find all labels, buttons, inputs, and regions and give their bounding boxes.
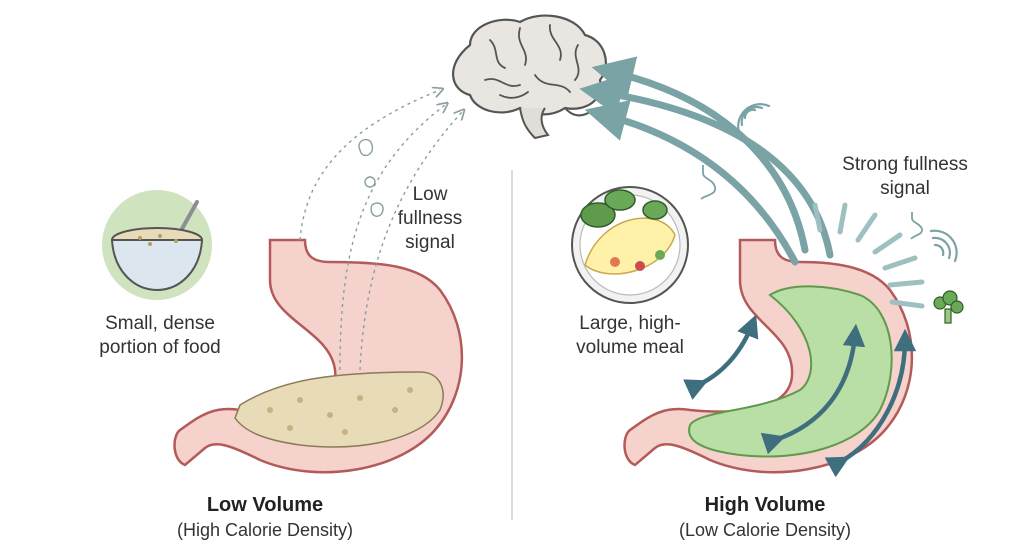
stretch-arrows [683, 314, 917, 478]
low-signal-line1: Low [412, 184, 448, 205]
low-fullness-signal-label: Low fullness signal [385, 183, 475, 255]
low-signal-line3: signal [405, 232, 455, 253]
left-food-label-line1: Small, dense [105, 313, 215, 334]
weak-signal-arrows [299, 90, 462, 371]
salad-omelette-plate-icon [571, 186, 689, 304]
right-food-label-line1: Large, high- [579, 313, 681, 334]
strong-fullness-signal-label: Strong fullness signal [820, 153, 990, 201]
oatmeal-bowl-icon [102, 190, 212, 300]
low-signal-line2: fullness [397, 208, 463, 229]
left-stomach [173, 238, 464, 474]
right-title: High Volume [704, 494, 826, 516]
broccoli-icon [933, 290, 964, 324]
brain-icon [452, 14, 607, 140]
small-stomach-icons [700, 165, 923, 240]
fullness-rays [812, 202, 925, 309]
signal-wave-icons [737, 103, 958, 263]
left-food-label-line2: portion of food [99, 337, 221, 358]
strong-signal-line2: signal [880, 178, 930, 199]
strong-signal-line1: Strong fullness [842, 154, 968, 175]
left-title: Low Volume [206, 494, 324, 516]
small-food-icons [358, 138, 384, 217]
left-food-label: Small, dense portion of food [70, 312, 250, 360]
right-food-label: Large, high- volume meal [545, 312, 715, 360]
right-food-label-line2: volume meal [576, 337, 684, 358]
left-subtitle: (High Calorie Density) [176, 520, 354, 540]
right-subtitle: (Low Calorie Density) [678, 520, 852, 540]
